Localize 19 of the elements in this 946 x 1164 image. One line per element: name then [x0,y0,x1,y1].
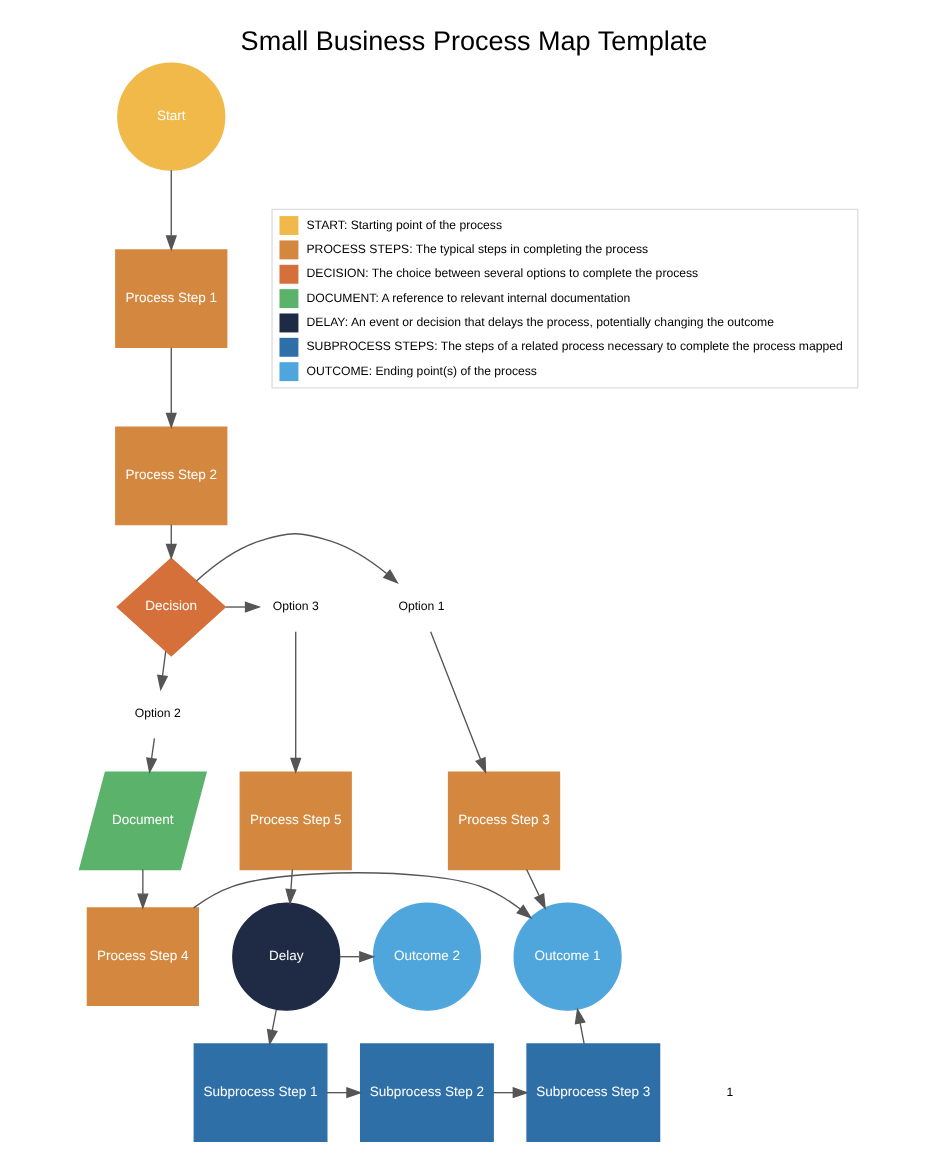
arrow [155,650,168,692]
arrow [164,169,176,252]
arrow [573,1007,585,1045]
arrow [491,1086,528,1099]
arrow [164,523,176,560]
arrow [524,868,545,910]
arrow [224,601,261,613]
arrow [284,868,296,906]
arrow [194,533,398,584]
arrow [164,346,176,429]
arrow [265,1008,277,1046]
arrow [325,1086,362,1099]
arrow [289,631,301,775]
arrow [338,951,375,963]
arrow [429,631,486,774]
arrow [145,737,157,775]
diagram-title: Small Business Process Map Template [239,25,707,56]
arrow [191,872,532,920]
arrow [136,868,148,910]
